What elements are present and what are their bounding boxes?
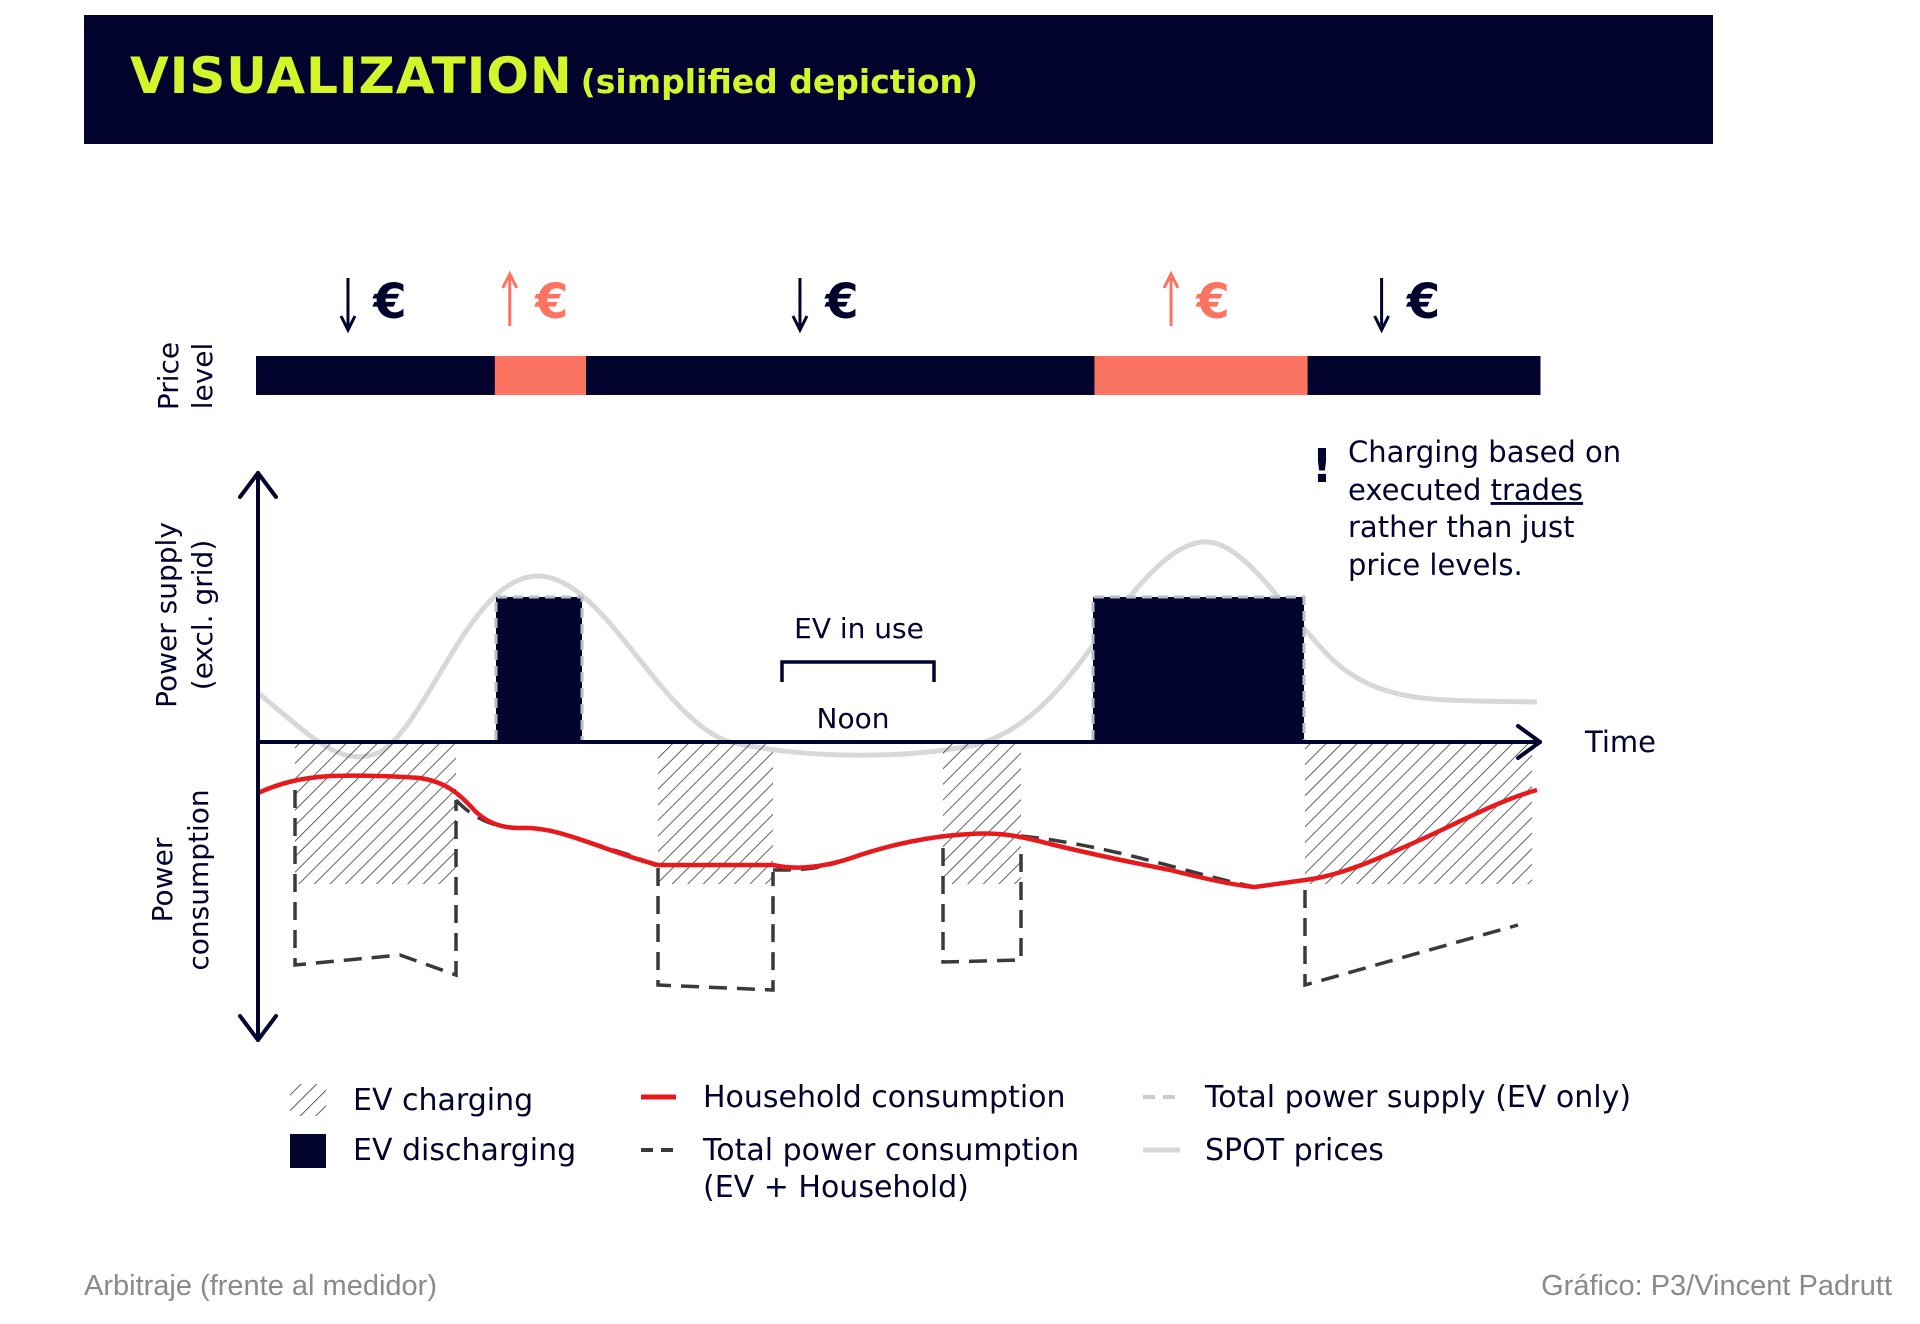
legend-ev-charging-swatch [290, 1084, 326, 1116]
euro-icon: € [534, 274, 568, 330]
legend: EV charging EV discharging Household con… [290, 1080, 1631, 1205]
note-line2: executed trades [1348, 473, 1583, 507]
legend-ev-discharging-swatch [290, 1134, 326, 1168]
caption-left: Arbitraje (frente al medidor) [84, 1270, 437, 1302]
legend-spot-prices-label: SPOT prices [1205, 1133, 1384, 1168]
vertical-axis-arrow-top [238, 471, 278, 499]
ev-discharging-block [496, 597, 582, 740]
price-segment-low [1307, 356, 1541, 395]
noon-label: Noon [817, 702, 890, 735]
price-marker-up: € [1162, 270, 1230, 330]
price-marker-down: € [1373, 274, 1440, 334]
note-line2-prefix: executed [1348, 473, 1491, 507]
price-marker-down: € [791, 274, 859, 334]
power-supply-label-line1: Power supply [150, 522, 183, 708]
ev-discharging-block [1093, 597, 1304, 740]
power-consumption-label-line1: Power [146, 837, 179, 922]
note-exclamation: ! [1312, 439, 1333, 493]
arrow-head-icon [339, 315, 357, 334]
banner-title-main: VISUALIZATION [130, 47, 573, 105]
price-segment-high [494, 356, 587, 395]
price-axis-label-line1: Price [152, 342, 185, 410]
title-banner: VISUALIZATION(simplified depiction) [84, 15, 1713, 144]
legend-total-consumption-label-line2: (EV + Household) [703, 1170, 969, 1205]
total-consumption-segment [1303, 890, 1519, 988]
note-line4: price levels. [1348, 548, 1523, 582]
banner-title: VISUALIZATION(simplified depiction) [130, 47, 978, 105]
price-segment-high [1094, 356, 1309, 395]
ev-in-use-bracket [780, 660, 936, 682]
arrow-head-icon [1373, 315, 1390, 334]
price-marker-up: € [501, 270, 568, 330]
total-consumption-segment [941, 848, 1023, 964]
ev-charging-area [1305, 743, 1532, 884]
time-axis-label: Time [1584, 725, 1656, 759]
household-consumption-curve [257, 773, 1538, 890]
price-marker-down: € [339, 274, 407, 334]
caption-right: Gráfico: P3/Vincent Padrutt [1541, 1270, 1892, 1302]
price-bar [256, 356, 1541, 395]
price-segment-low [585, 356, 1095, 395]
arrow-head-icon [791, 315, 809, 334]
banner-title-subtitle: (simplified depiction) [580, 62, 979, 101]
trade-note: ! Charging based on executed trades rath… [1312, 435, 1622, 582]
spot-price-curve [256, 539, 1538, 760]
legend-ev-charging-label: EV charging [353, 1083, 533, 1118]
note-line3: rather than just [1348, 510, 1574, 544]
axes [238, 471, 1542, 1042]
total-power-supply-outline [1091, 595, 1306, 740]
note-line1: Charging based on [1348, 435, 1621, 469]
euro-icon: € [1195, 274, 1229, 330]
power-consumption-label-line2: consumption [182, 789, 215, 970]
time-axis-arrow [1516, 724, 1542, 760]
legend-total-consumption-label-line1: Total power consumption [702, 1133, 1079, 1168]
ev-charging-area [295, 743, 456, 884]
price-segment-low [256, 356, 496, 395]
vertical-axis-arrow-bottom [238, 1014, 278, 1042]
ev-discharging-blocks [494, 595, 1306, 740]
euro-icon: € [824, 274, 858, 330]
price-markers: € € € € € [339, 270, 1440, 334]
ev-charging-area [658, 743, 773, 884]
euro-icon: € [372, 274, 406, 330]
arrow-head-icon [501, 270, 519, 289]
power-supply-label-line2: (excl. grid) [186, 540, 219, 690]
total-consumption-segment [656, 868, 775, 992]
legend-ev-discharging-label: EV discharging [353, 1133, 576, 1168]
total-consumption-segment [293, 790, 458, 978]
euro-icon: € [1406, 274, 1440, 330]
arrow-head-icon [1162, 270, 1180, 289]
price-level-section: Price level € € € € € [152, 270, 1541, 410]
price-axis-label-line2: level [186, 343, 219, 410]
ev-in-use-label: EV in use [794, 612, 924, 645]
ev-charging-areas [295, 743, 1532, 884]
ev-charging-area [943, 743, 1021, 884]
trades-link[interactable]: trades [1491, 473, 1583, 507]
total-power-supply-outline [494, 595, 584, 740]
legend-household-label: Household consumption [703, 1080, 1066, 1115]
legend-total-supply-label: Total power supply (EV only) [1204, 1080, 1631, 1115]
